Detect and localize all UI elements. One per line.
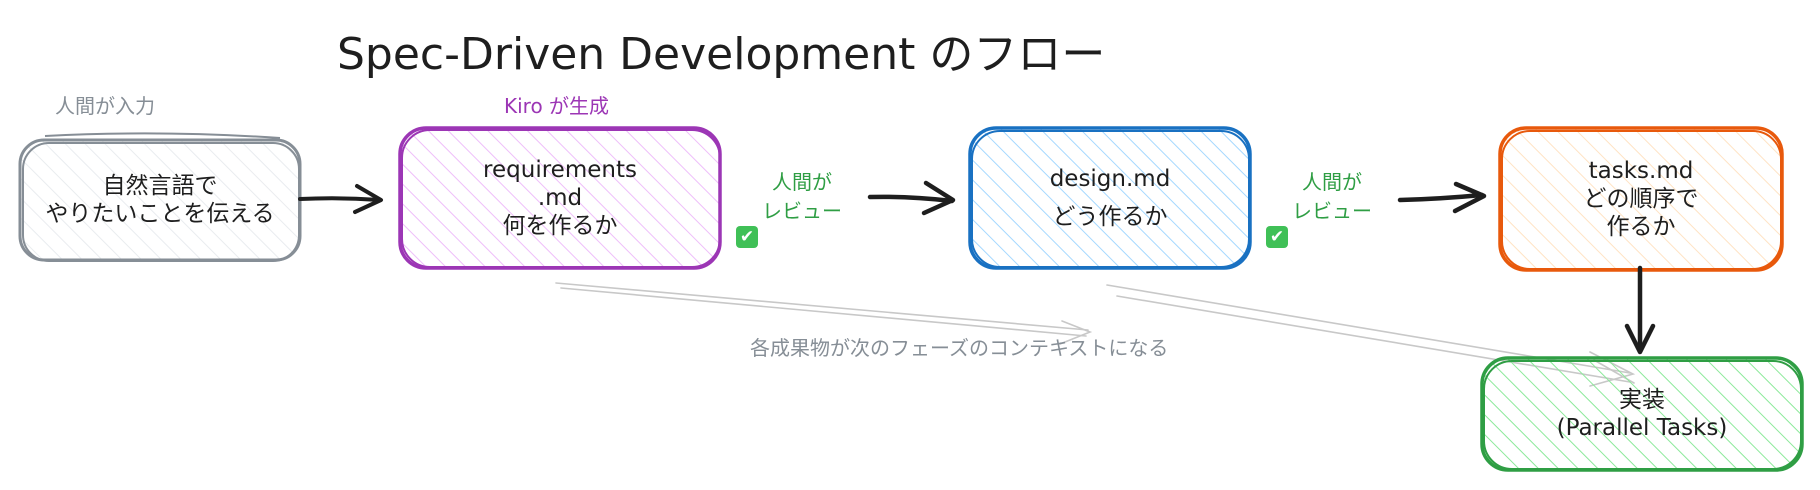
box-natural-language-label: 自然言語で やりたいことを伝える (20, 140, 300, 260)
box-design (968, 126, 1252, 270)
box-natural-language-line1: 自然言語で (102, 173, 218, 199)
check-mark-icon: ✔ (1266, 226, 1288, 248)
review-label-second: 人間が レビュー✔ (1262, 168, 1402, 248)
box-tasks-line2: どの順序で (1583, 186, 1699, 212)
arrow-design-to-tasks (1397, 181, 1487, 214)
context-note: 各成果物が次のフェーズのコンテキストになる (750, 336, 1169, 360)
box-natural-language (18, 132, 302, 262)
arrow-tasks-to-implementation (1624, 265, 1656, 355)
check-mark-icon: ✔ (736, 226, 758, 248)
box-design-line2: どう作るか (1052, 204, 1168, 230)
box-implementation-line1: 実装 (1619, 387, 1665, 413)
review-first-line1: 人間が (772, 170, 832, 194)
box-requirements (398, 126, 722, 270)
box-requirements-line3: 何を作るか (502, 213, 618, 239)
context-arrow-requirements-to-design (555, 282, 1093, 345)
arrow-requirements-to-design (867, 180, 956, 216)
box-requirements-label: requirements .md 何を作るか (400, 128, 720, 268)
box-tasks-line1: tasks.md (1588, 158, 1694, 184)
box-implementation-line2: (Parallel Tasks) (1556, 415, 1728, 441)
review-second-line2-row: レビュー✔ (1262, 197, 1402, 248)
diagram-title: Spec-Driven Development のフロー (337, 29, 1106, 80)
box-tasks-line3: 作るか (1606, 214, 1676, 240)
box-tasks (1498, 126, 1784, 272)
arrow-natural-to-requirements (298, 184, 383, 214)
box-requirements-line2: .md (537, 185, 583, 211)
review-first-line2: レビュー (762, 199, 842, 223)
box-design-label: design.md どう作るか (970, 128, 1250, 268)
box-tasks-label: tasks.md どの順序で 作るか (1500, 128, 1782, 270)
review-first-line2-row: レビュー✔ (732, 197, 872, 248)
box-implementation (1480, 356, 1804, 472)
box-requirements-line1: requirements (483, 157, 637, 183)
review-second-line2: レビュー (1292, 199, 1372, 223)
caption-kiro-generates: Kiro が生成 (504, 94, 610, 118)
caption-human-input: 人間が入力 (55, 94, 155, 118)
review-second-line1: 人間が (1302, 170, 1362, 194)
box-design-line1: design.md (1049, 166, 1171, 192)
review-label-first: 人間が レビュー✔ (732, 168, 872, 248)
box-implementation-label: 実装 (Parallel Tasks) (1482, 358, 1802, 470)
box-natural-language-line2: やりたいことを伝える (45, 201, 275, 227)
